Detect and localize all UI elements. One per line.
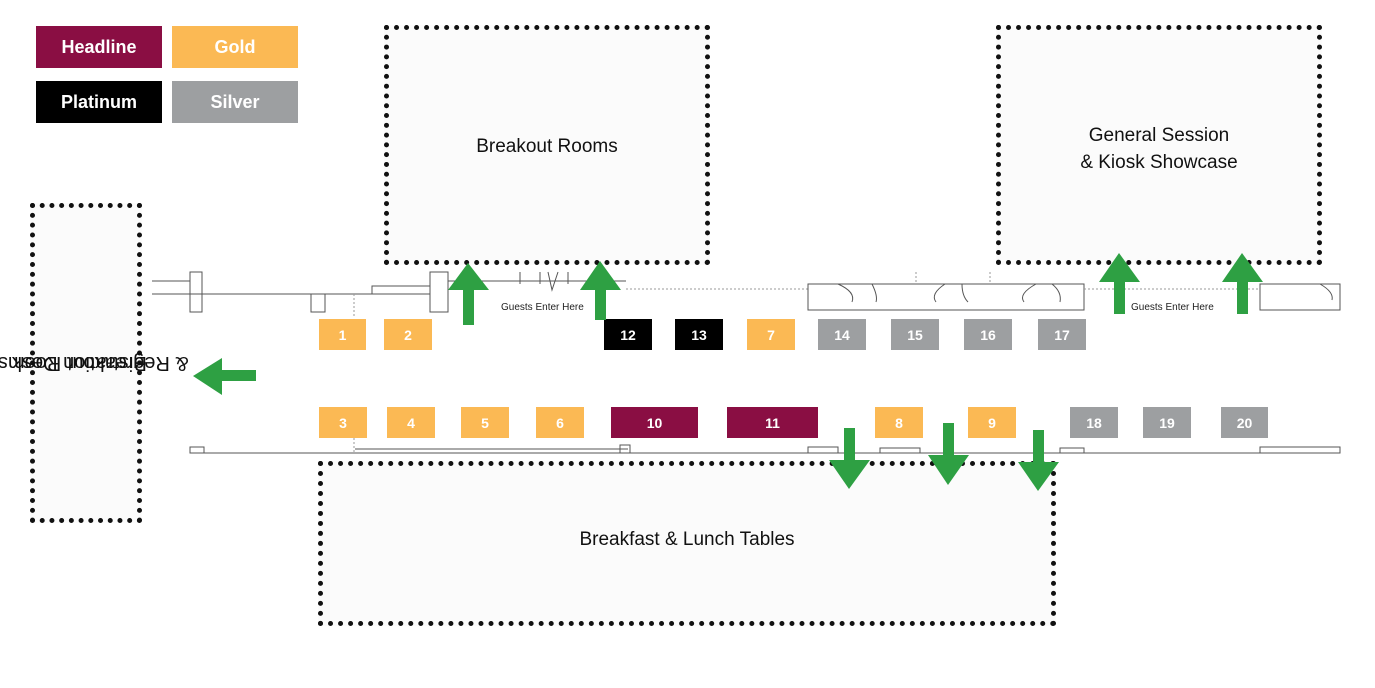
legend-gold: Gold bbox=[172, 26, 298, 68]
booth-20[interactable]: 20 bbox=[1221, 407, 1268, 438]
arrow-down-icon bbox=[829, 428, 870, 489]
zone-general-session-line2: & Kiosk Showcase bbox=[1080, 152, 1238, 173]
zone-breakout-rooms: Breakout Rooms bbox=[384, 25, 710, 265]
booth-5[interactable]: 5 bbox=[461, 407, 509, 438]
booth-4[interactable]: 4 bbox=[387, 407, 435, 438]
arrow-up-icon bbox=[580, 261, 621, 320]
booth-16[interactable]: 16 bbox=[964, 319, 1012, 350]
zone-breakfast-lunch: Breakfast & Lunch Tables bbox=[318, 461, 1056, 626]
arrow-down-icon bbox=[928, 423, 969, 485]
booth-19[interactable]: 19 bbox=[1143, 407, 1191, 438]
booth-9[interactable]: 9 bbox=[968, 407, 1016, 438]
legend-silver: Silver bbox=[172, 81, 298, 123]
arrow-up-icon bbox=[1222, 253, 1263, 314]
booth-14[interactable]: 14 bbox=[818, 319, 866, 350]
zone-general-session: General Session & Kiosk Showcase bbox=[996, 25, 1322, 265]
booth-17[interactable]: 17 bbox=[1038, 319, 1086, 350]
booth-18[interactable]: 18 bbox=[1070, 407, 1118, 438]
booth-1[interactable]: 1 bbox=[319, 319, 366, 350]
booth-2[interactable]: 2 bbox=[384, 319, 432, 350]
legend-silver-label: Silver bbox=[210, 91, 260, 112]
arrow-left-icon bbox=[193, 358, 256, 395]
zone-breakout-rooms-label: Breakout Rooms bbox=[476, 136, 618, 157]
booth-11[interactable]: 11 bbox=[727, 407, 818, 438]
arrow-up-icon bbox=[1099, 253, 1140, 314]
arrow-up-icon bbox=[448, 263, 489, 325]
legend-gold-label: Gold bbox=[214, 36, 256, 57]
booth-3[interactable]: 3 bbox=[319, 407, 367, 438]
booth-13[interactable]: 13 bbox=[675, 319, 723, 350]
legend-headline-label: Headline bbox=[61, 36, 137, 57]
booth-6[interactable]: 6 bbox=[536, 407, 584, 438]
legend-platinum: Platinum bbox=[36, 81, 162, 123]
entrance-label-right: Guests Enter Here bbox=[1131, 302, 1214, 313]
booth-15[interactable]: 15 bbox=[891, 319, 939, 350]
zone-breakout-registration: Breakout Rooms & Registration Desk bbox=[0, 203, 188, 523]
booth-8[interactable]: 8 bbox=[875, 407, 923, 438]
zone-breakfast-lunch-label: Breakfast & Lunch Tables bbox=[579, 529, 795, 550]
arrow-down-icon bbox=[1018, 430, 1059, 491]
entrance-label-left: Guests Enter Here bbox=[501, 302, 584, 313]
booth-10[interactable]: 10 bbox=[611, 407, 698, 438]
booth-12[interactable]: 12 bbox=[604, 319, 652, 350]
booth-7[interactable]: 7 bbox=[747, 319, 795, 350]
legend-headline: Headline bbox=[36, 26, 162, 68]
zone-general-session-line1: General Session bbox=[1088, 125, 1230, 146]
legend-platinum-label: Platinum bbox=[60, 91, 137, 112]
